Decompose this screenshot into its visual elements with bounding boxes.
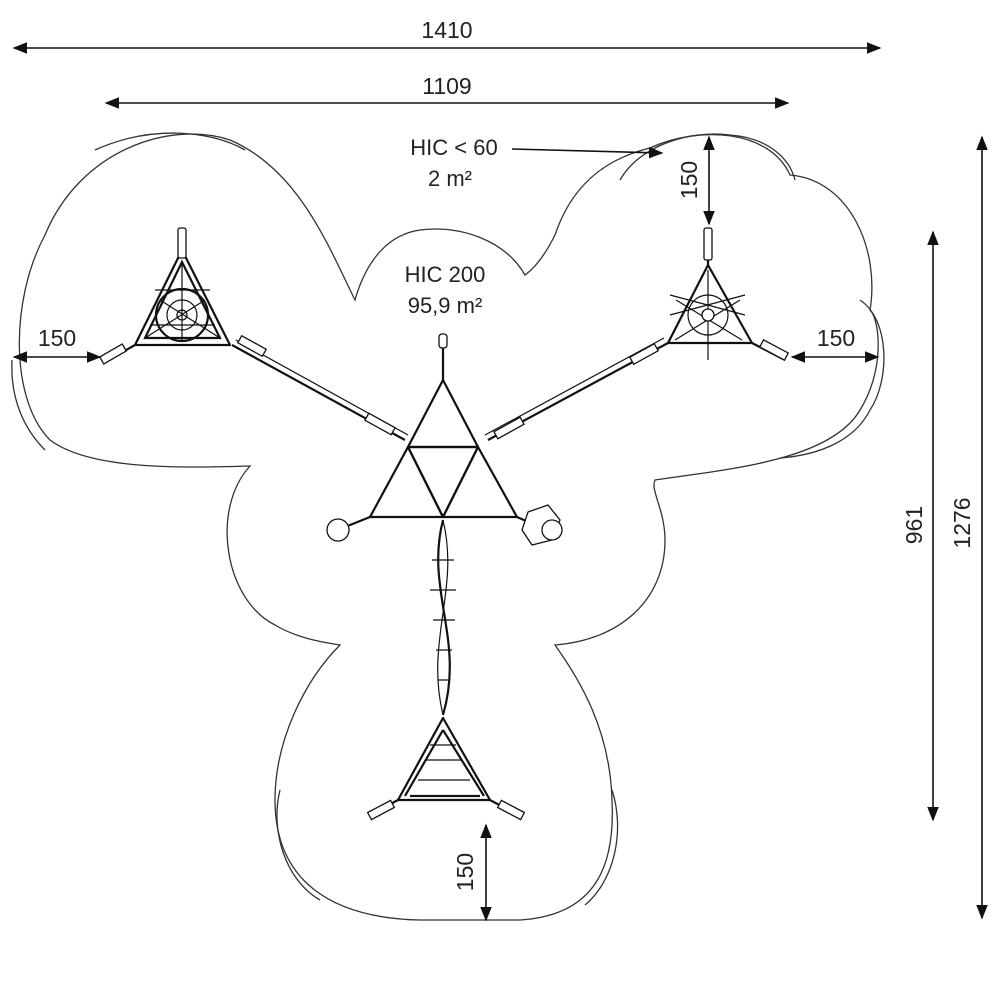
main-area-label: 95,9 m² xyxy=(408,293,483,318)
dimension-clearance-top: 150 xyxy=(676,135,715,226)
left-spring-seat-icon xyxy=(326,518,350,542)
top-right-pyramid-net xyxy=(666,227,790,361)
dimension-inner-height: 961 xyxy=(901,230,939,822)
dimension-clearance-right: 150 xyxy=(790,325,880,363)
overall-height-label: 1276 xyxy=(949,497,975,548)
clearance-left-label: 150 xyxy=(38,325,76,351)
overall-width-label: 1410 xyxy=(421,17,472,43)
rope-bridges xyxy=(231,334,669,716)
small-zone-annotation: HIC < 60 2 m² xyxy=(410,135,664,191)
inner-width-label: 1109 xyxy=(422,73,471,99)
clearance-top-label: 150 xyxy=(676,161,702,199)
clearance-bottom-label: 150 xyxy=(452,853,478,891)
dimension-clearance-bottom: 150 xyxy=(452,823,492,922)
inner-height-label: 961 xyxy=(901,506,927,544)
bottom-pyramid-net xyxy=(366,716,526,821)
clearance-right-label: 150 xyxy=(817,325,855,351)
main-hic-label: HIC 200 xyxy=(405,262,486,287)
dimension-overall-width: 1410 xyxy=(12,17,882,54)
dimension-inner-width: 1109 xyxy=(104,73,790,109)
top-left-pyramid-net xyxy=(98,227,232,365)
small-hic-label: HIC < 60 xyxy=(410,135,497,160)
central-star-frame xyxy=(326,333,563,546)
dimension-overall-height: 1276 xyxy=(949,135,988,920)
dimension-clearance-left: 150 xyxy=(12,325,102,363)
main-zone-annotation: HIC 200 95,9 m² xyxy=(405,262,486,318)
small-area-label: 2 m² xyxy=(428,166,472,191)
safety-zone-outline xyxy=(11,132,885,921)
